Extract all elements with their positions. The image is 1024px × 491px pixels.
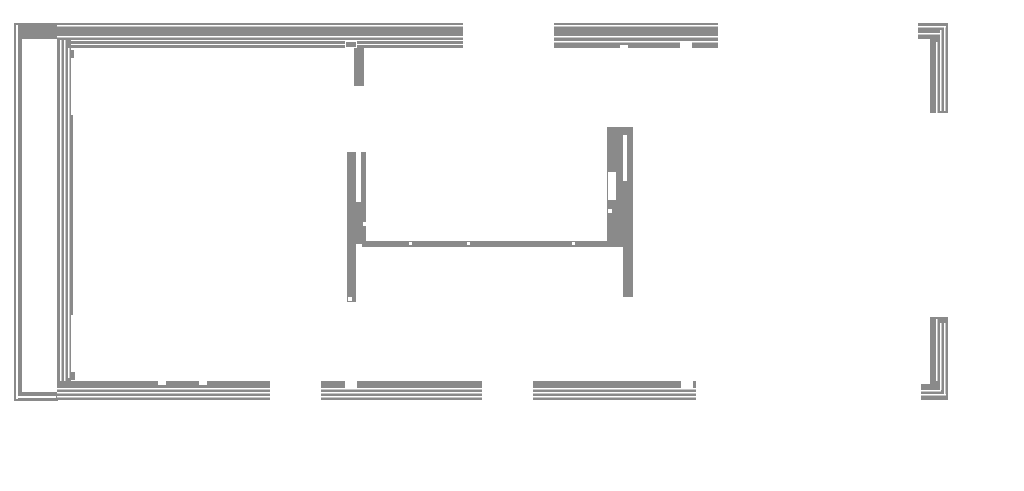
top-stub-wall <box>354 48 364 86</box>
right-corner-bottom <box>921 317 948 400</box>
top-right-wall-segment <box>554 23 718 48</box>
bottom-wall <box>57 381 696 401</box>
central-h-wall <box>347 127 633 303</box>
left-wall <box>57 38 75 392</box>
top-wall <box>57 23 463 48</box>
right-corner-top <box>918 23 948 113</box>
outer-left-frame <box>14 23 58 401</box>
